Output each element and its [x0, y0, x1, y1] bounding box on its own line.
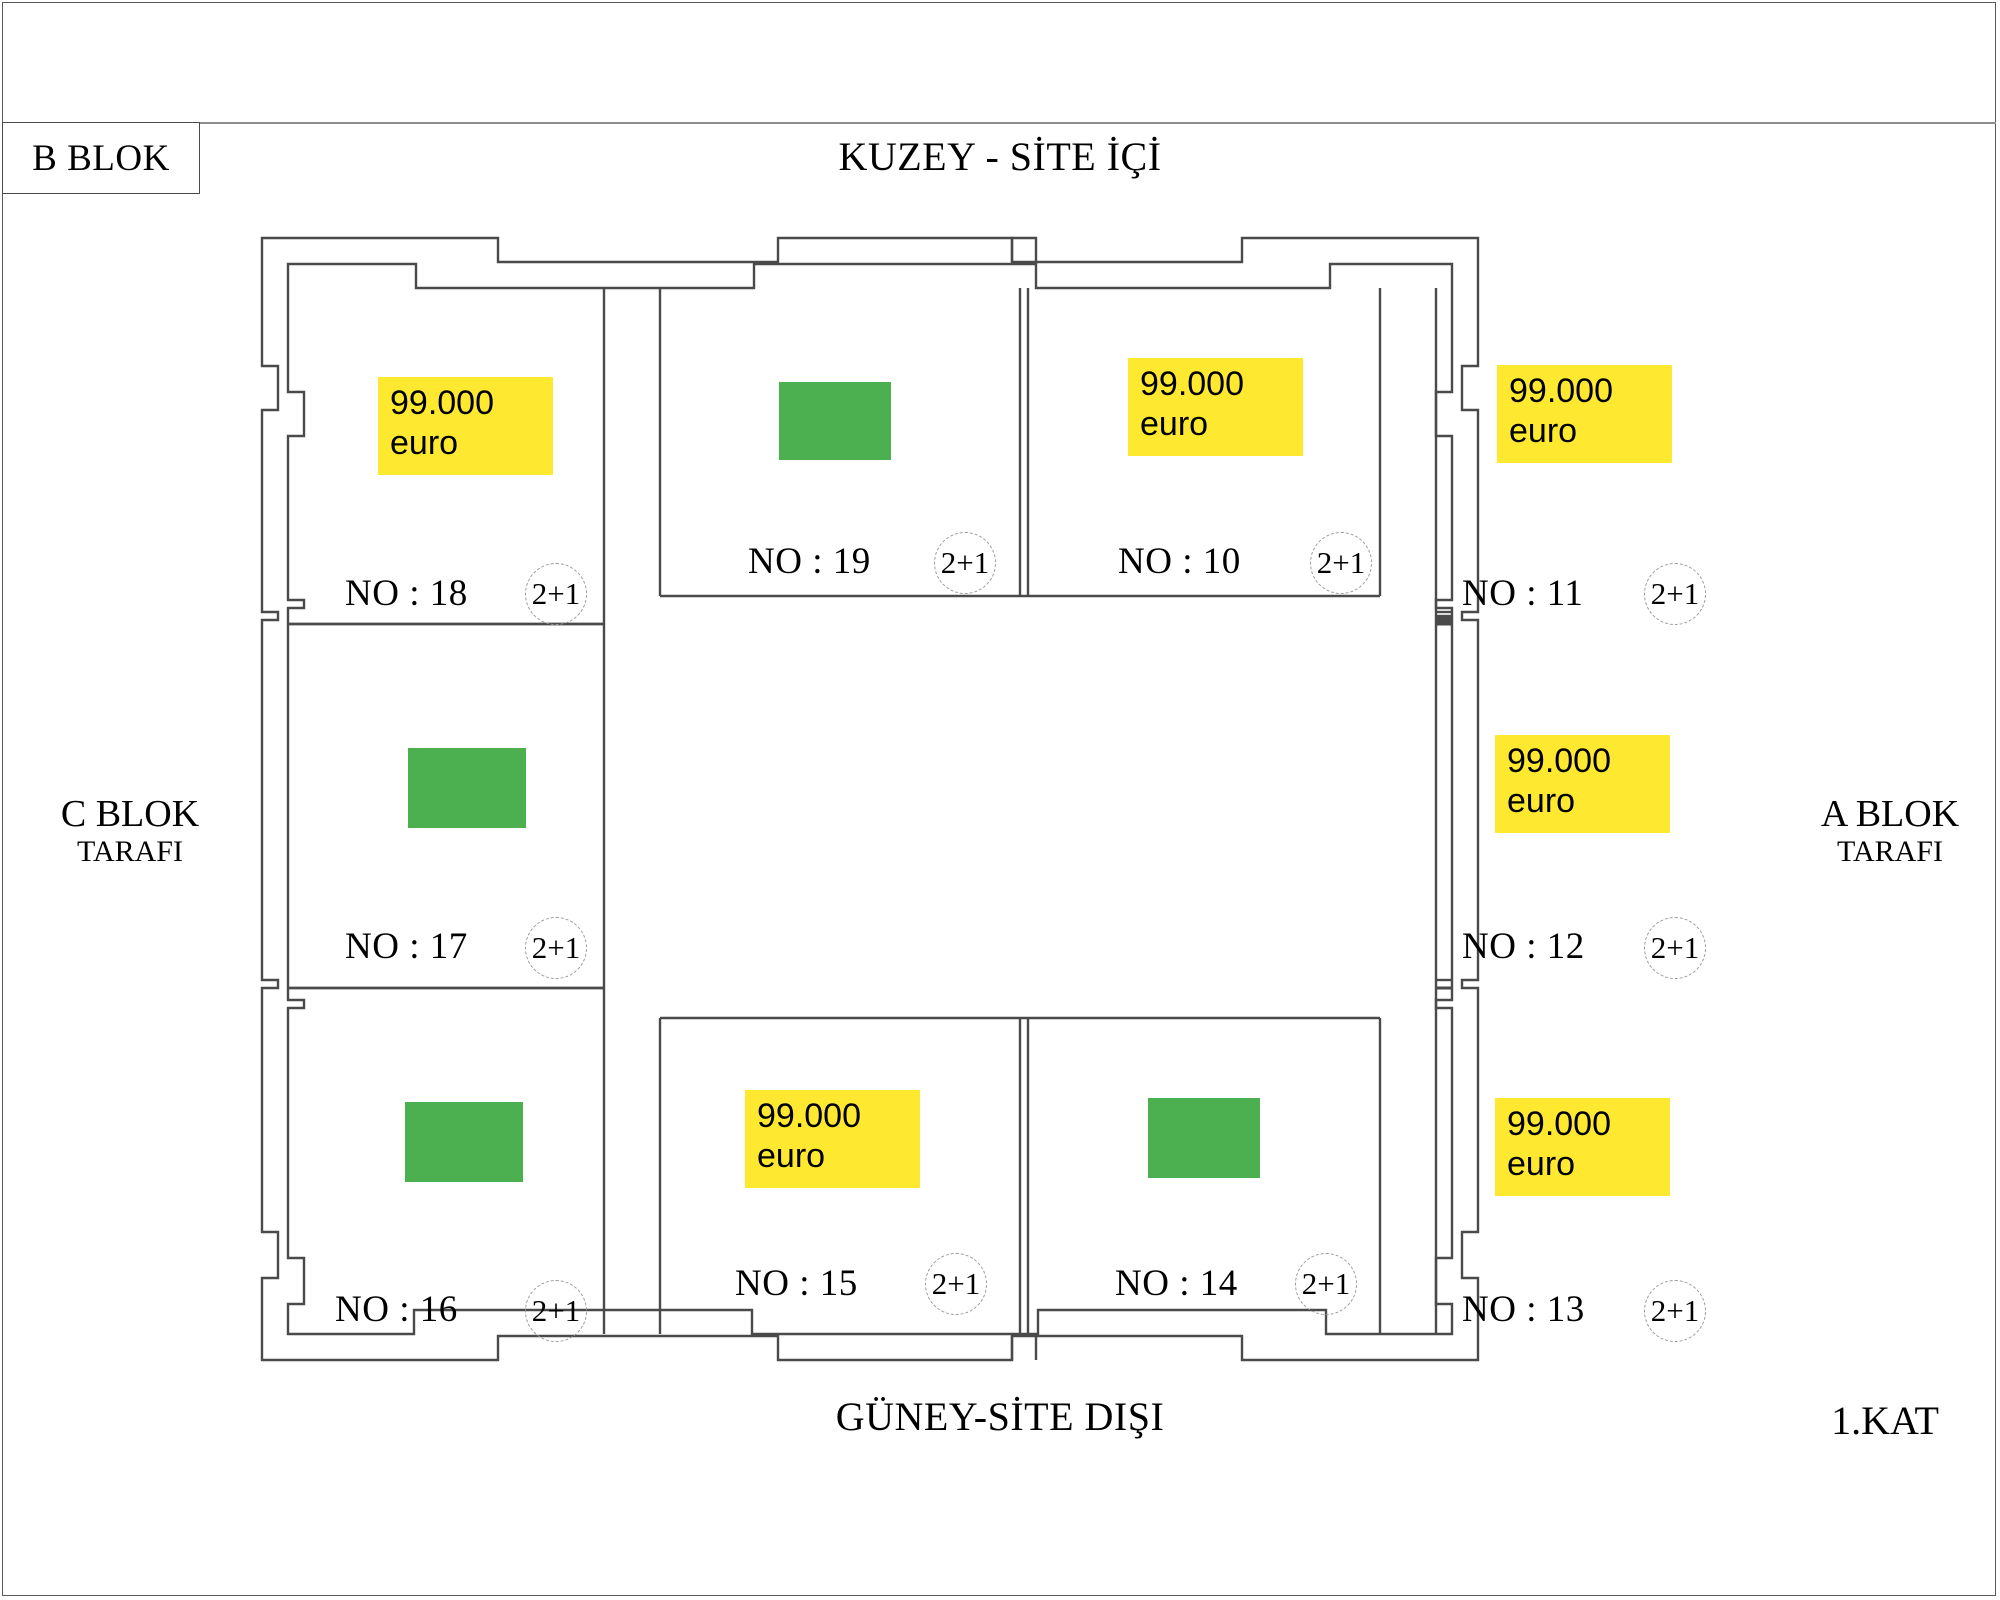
unit-number-unit-10: NO : 10 [1118, 541, 1241, 582]
unit-type-badge-unit-18: 2+1 [525, 563, 587, 625]
status-marker-unit-17 [408, 748, 526, 828]
block-tag-box: B BLOK [2, 122, 200, 194]
west-block-name: C BLOK [60, 793, 200, 835]
unit-number-unit-15: NO : 15 [735, 1263, 858, 1304]
west-block-side: TARAFI [77, 834, 183, 868]
price-chip-unit-15: 99.000 euro [745, 1090, 920, 1188]
unit-number-unit-19: NO : 19 [748, 541, 871, 582]
unit-type-badge-unit-17: 2+1 [525, 917, 587, 979]
unit-number-unit-13: NO : 13 [1462, 1289, 1585, 1330]
price-chip-unit-10: 99.000 euro [1128, 358, 1303, 456]
price-chip-unit-11: 99.000 euro [1497, 365, 1672, 463]
floor-level-label: 1.KAT [1831, 1398, 1939, 1443]
east-block-side: TARAFI [1837, 834, 1943, 868]
unit-type-badge-unit-10: 2+1 [1310, 532, 1372, 594]
unit-number-unit-16: NO : 16 [335, 1289, 458, 1330]
unit-type-badge-unit-16: 2+1 [525, 1280, 587, 1342]
status-marker-unit-19 [779, 382, 891, 460]
south-orientation-label: GÜNEY-SİTE DIŞI [835, 1394, 1165, 1439]
west-neighbour-label: C BLOK TARAFI [20, 793, 240, 869]
unit-number-unit-18: NO : 18 [345, 573, 468, 614]
unit-number-unit-17: NO : 17 [345, 926, 468, 967]
status-marker-unit-14 [1148, 1098, 1260, 1178]
east-block-name: A BLOK [1820, 793, 1960, 835]
unit-type-badge-unit-15: 2+1 [925, 1253, 987, 1315]
unit-number-unit-11: NO : 11 [1462, 573, 1584, 614]
status-marker-unit-16 [405, 1102, 523, 1182]
unit-type-badge-unit-12: 2+1 [1644, 917, 1706, 979]
block-tag-label: B BLOK [32, 137, 170, 179]
unit-type-badge-unit-13: 2+1 [1644, 1280, 1706, 1342]
north-orientation-label: KUZEY - SİTE İÇİ [838, 134, 1162, 179]
unit-number-unit-14: NO : 14 [1115, 1263, 1238, 1304]
price-chip-unit-12: 99.000 euro [1495, 735, 1670, 833]
unit-type-badge-unit-19: 2+1 [934, 532, 996, 594]
price-chip-unit-18: 99.000 euro [378, 377, 553, 475]
east-neighbour-label: A BLOK TARAFI [1790, 793, 1990, 869]
unit-type-badge-unit-11: 2+1 [1644, 563, 1706, 625]
price-chip-unit-13: 99.000 euro [1495, 1098, 1670, 1196]
title-divider-rule [2, 122, 1996, 124]
unit-type-badge-unit-14: 2+1 [1295, 1253, 1357, 1315]
unit-number-unit-12: NO : 12 [1462, 926, 1585, 967]
